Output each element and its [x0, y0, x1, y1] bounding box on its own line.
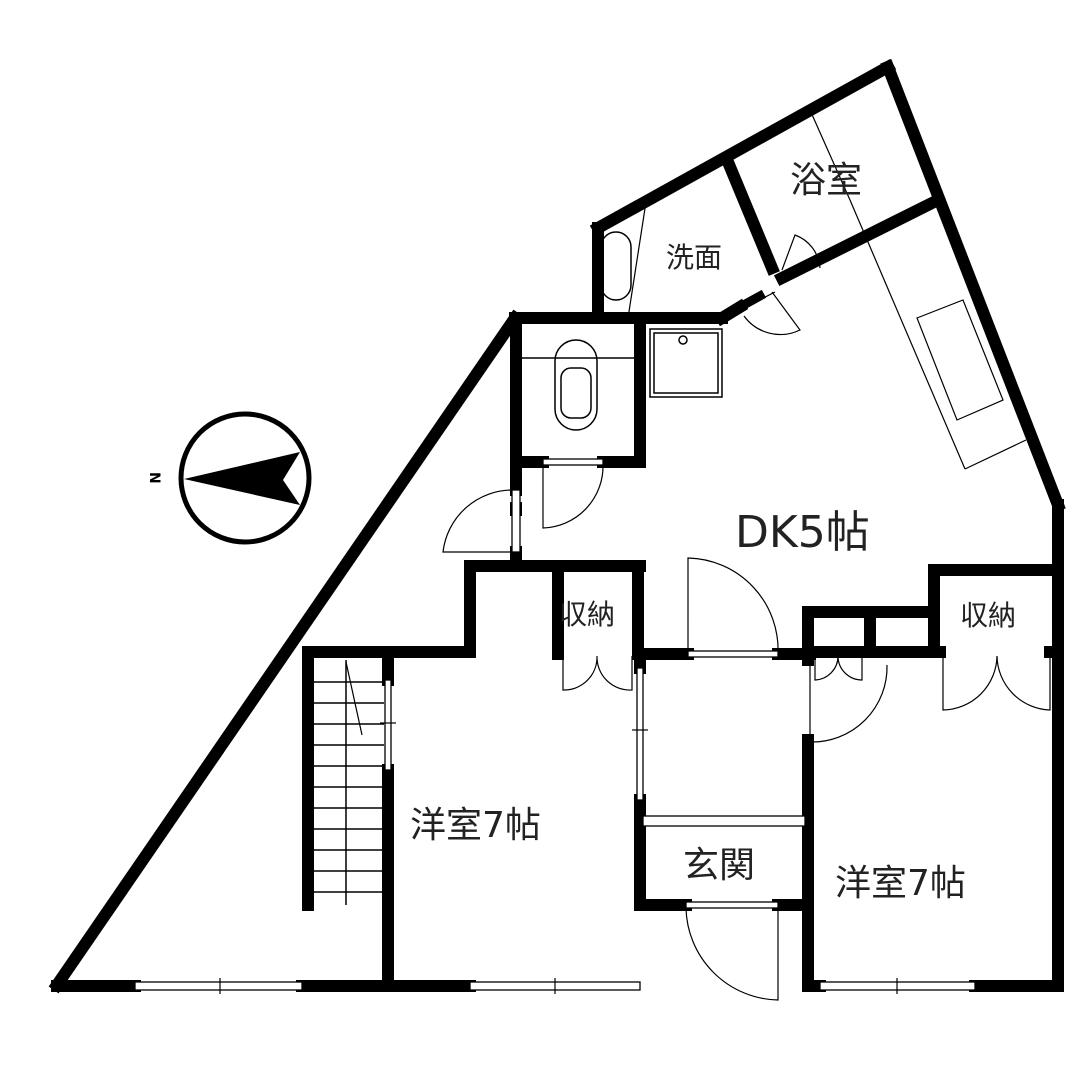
room-label-washroom: 洗面 [666, 241, 722, 274]
room-label-storage-right: 収納 [960, 599, 1016, 632]
room-label-entrance: 玄関 [683, 845, 755, 886]
compass: N [146, 411, 312, 545]
room-label-storage-center: 収納 [559, 598, 615, 631]
kitchen-counter-icon [809, 109, 1027, 470]
windows [134, 667, 976, 994]
room-labels: 浴室 洗面 DK5帖 収納 収納 洋室7帖 洋室7帖 玄関 [410, 160, 1016, 904]
fixtures [520, 109, 1027, 470]
room-label-western-room-right: 洋室7帖 [835, 863, 966, 904]
interior-walls [302, 154, 1064, 992]
room-label-bathroom: 浴室 [790, 160, 862, 201]
room-label-dining-kitchen: DK5帖 [735, 507, 870, 558]
compass-arrow-icon [184, 452, 300, 505]
washbasin-icon [600, 201, 647, 319]
sink-icon [649, 328, 723, 398]
compass-north-label: N [146, 472, 162, 484]
compass-circle-icon [178, 411, 312, 545]
toilet-icon [520, 339, 636, 431]
doors [442, 234, 1051, 1001]
exterior-walls [48, 58, 1066, 994]
staircase [314, 660, 384, 905]
room-label-western-room-left: 洋室7帖 [410, 805, 541, 846]
